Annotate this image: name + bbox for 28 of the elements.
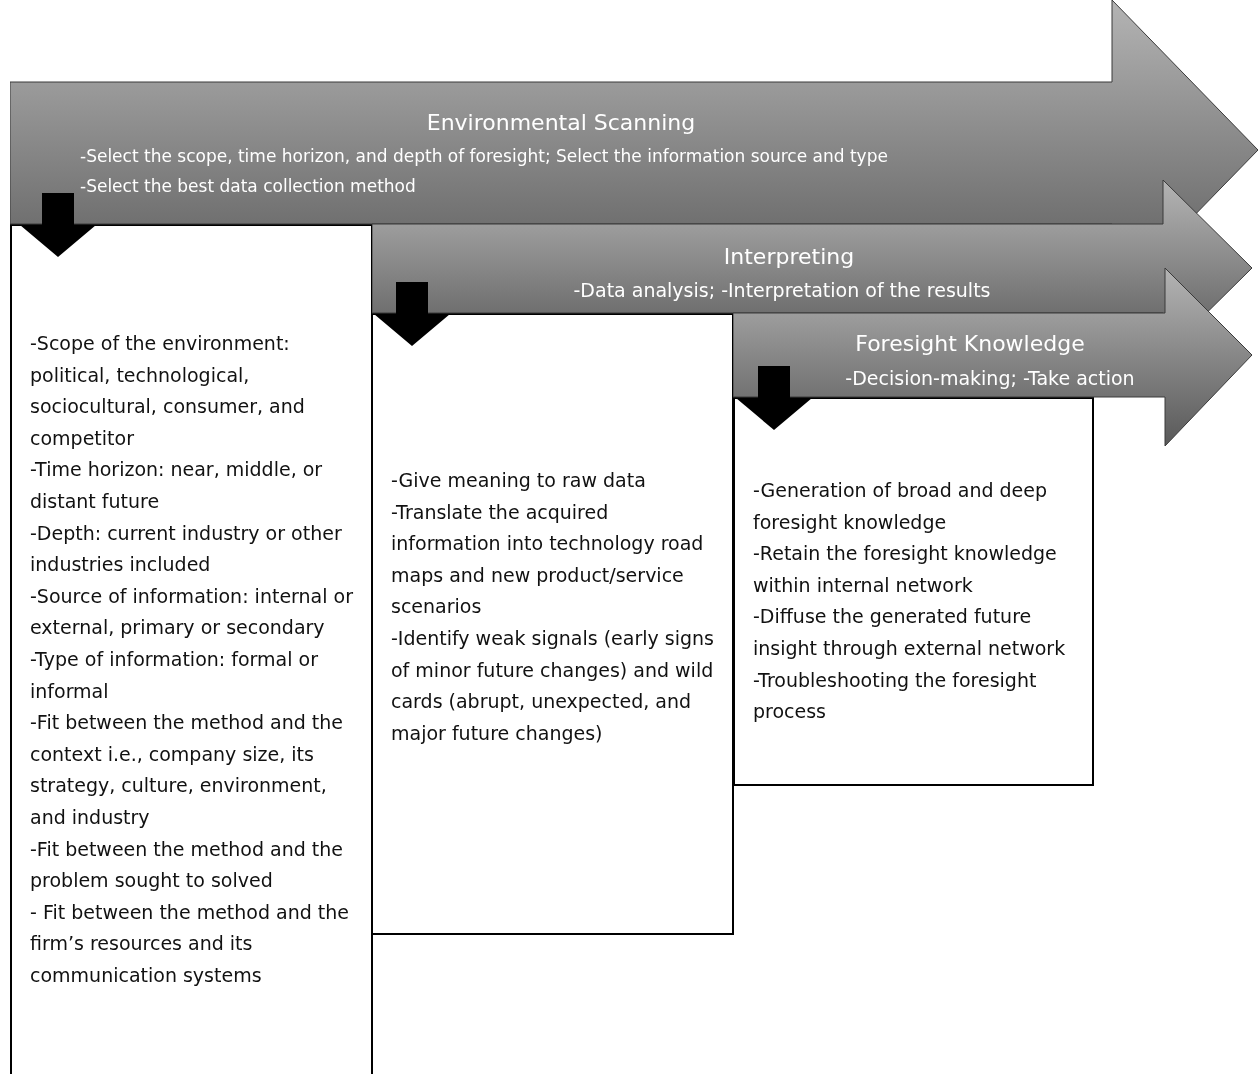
- bullet-text: -Fit between the method and the context i.e., company size, its strategy, culture, environment, and industry: [30, 710, 344, 830]
- bullet-text: -Time horizon: near, middle, or distant future: [30, 457, 324, 514]
- bullet-text: -Identify weak signals (early signs of minor future changes) and wild cards (abrupt, unexpected, and major future changes): [391, 625, 715, 746]
- bullet-text: -Fit between the method and the problem sought to solved: [30, 836, 344, 894]
- stage-title: Foresight Knowledge: [854, 331, 1086, 356]
- stage-description: -Decision-making; -Take action: [844, 367, 1136, 389]
- bullet-text: -Diffuse the generated future insight through external network: [753, 604, 1067, 661]
- down-arrow: [20, 193, 96, 257]
- down-arrow: [374, 282, 450, 346]
- bullet-text: -Troubleshooting the foresight process: [753, 667, 1038, 725]
- bullet-text: -Retain the foresight knowledge within internal network: [753, 541, 1058, 598]
- bullet-text: - Fit between the method and the firm’s resources and its communication systems: [30, 899, 350, 988]
- bullet-text: -Source of information: internal or external, primary or secondary: [30, 583, 354, 641]
- down-arrow: [736, 366, 812, 430]
- stage-description: -Select the best data collection method: [80, 176, 416, 196]
- stage-title: Interpreting: [722, 244, 856, 269]
- content-box: [371, 313, 734, 935]
- bullet-text: -Give meaning to raw data: [391, 468, 647, 493]
- bullet-text: -Scope of the environment: political, technological, sociocultural, consumer, and competitor: [30, 331, 306, 451]
- stage-description: -Select the scope, time horizon, and depth of foresight; Select the information source and type: [80, 146, 888, 166]
- content-box: [733, 397, 1094, 786]
- bullet-text: -Generation of broad and deep foresight knowledge: [753, 478, 1049, 535]
- stage-title: Environmental Scanning: [425, 110, 697, 135]
- bullet-text: -Depth: current industry or other industries included: [30, 520, 343, 578]
- bullet-text: -Type of information: formal or informal: [30, 646, 319, 704]
- bullet-text: -Translate the acquired information into technology road maps and new product/service scenarios: [391, 499, 705, 620]
- content-box: [10, 224, 373, 1074]
- stage-description: -Data analysis; -Interpretation of the results: [572, 279, 992, 301]
